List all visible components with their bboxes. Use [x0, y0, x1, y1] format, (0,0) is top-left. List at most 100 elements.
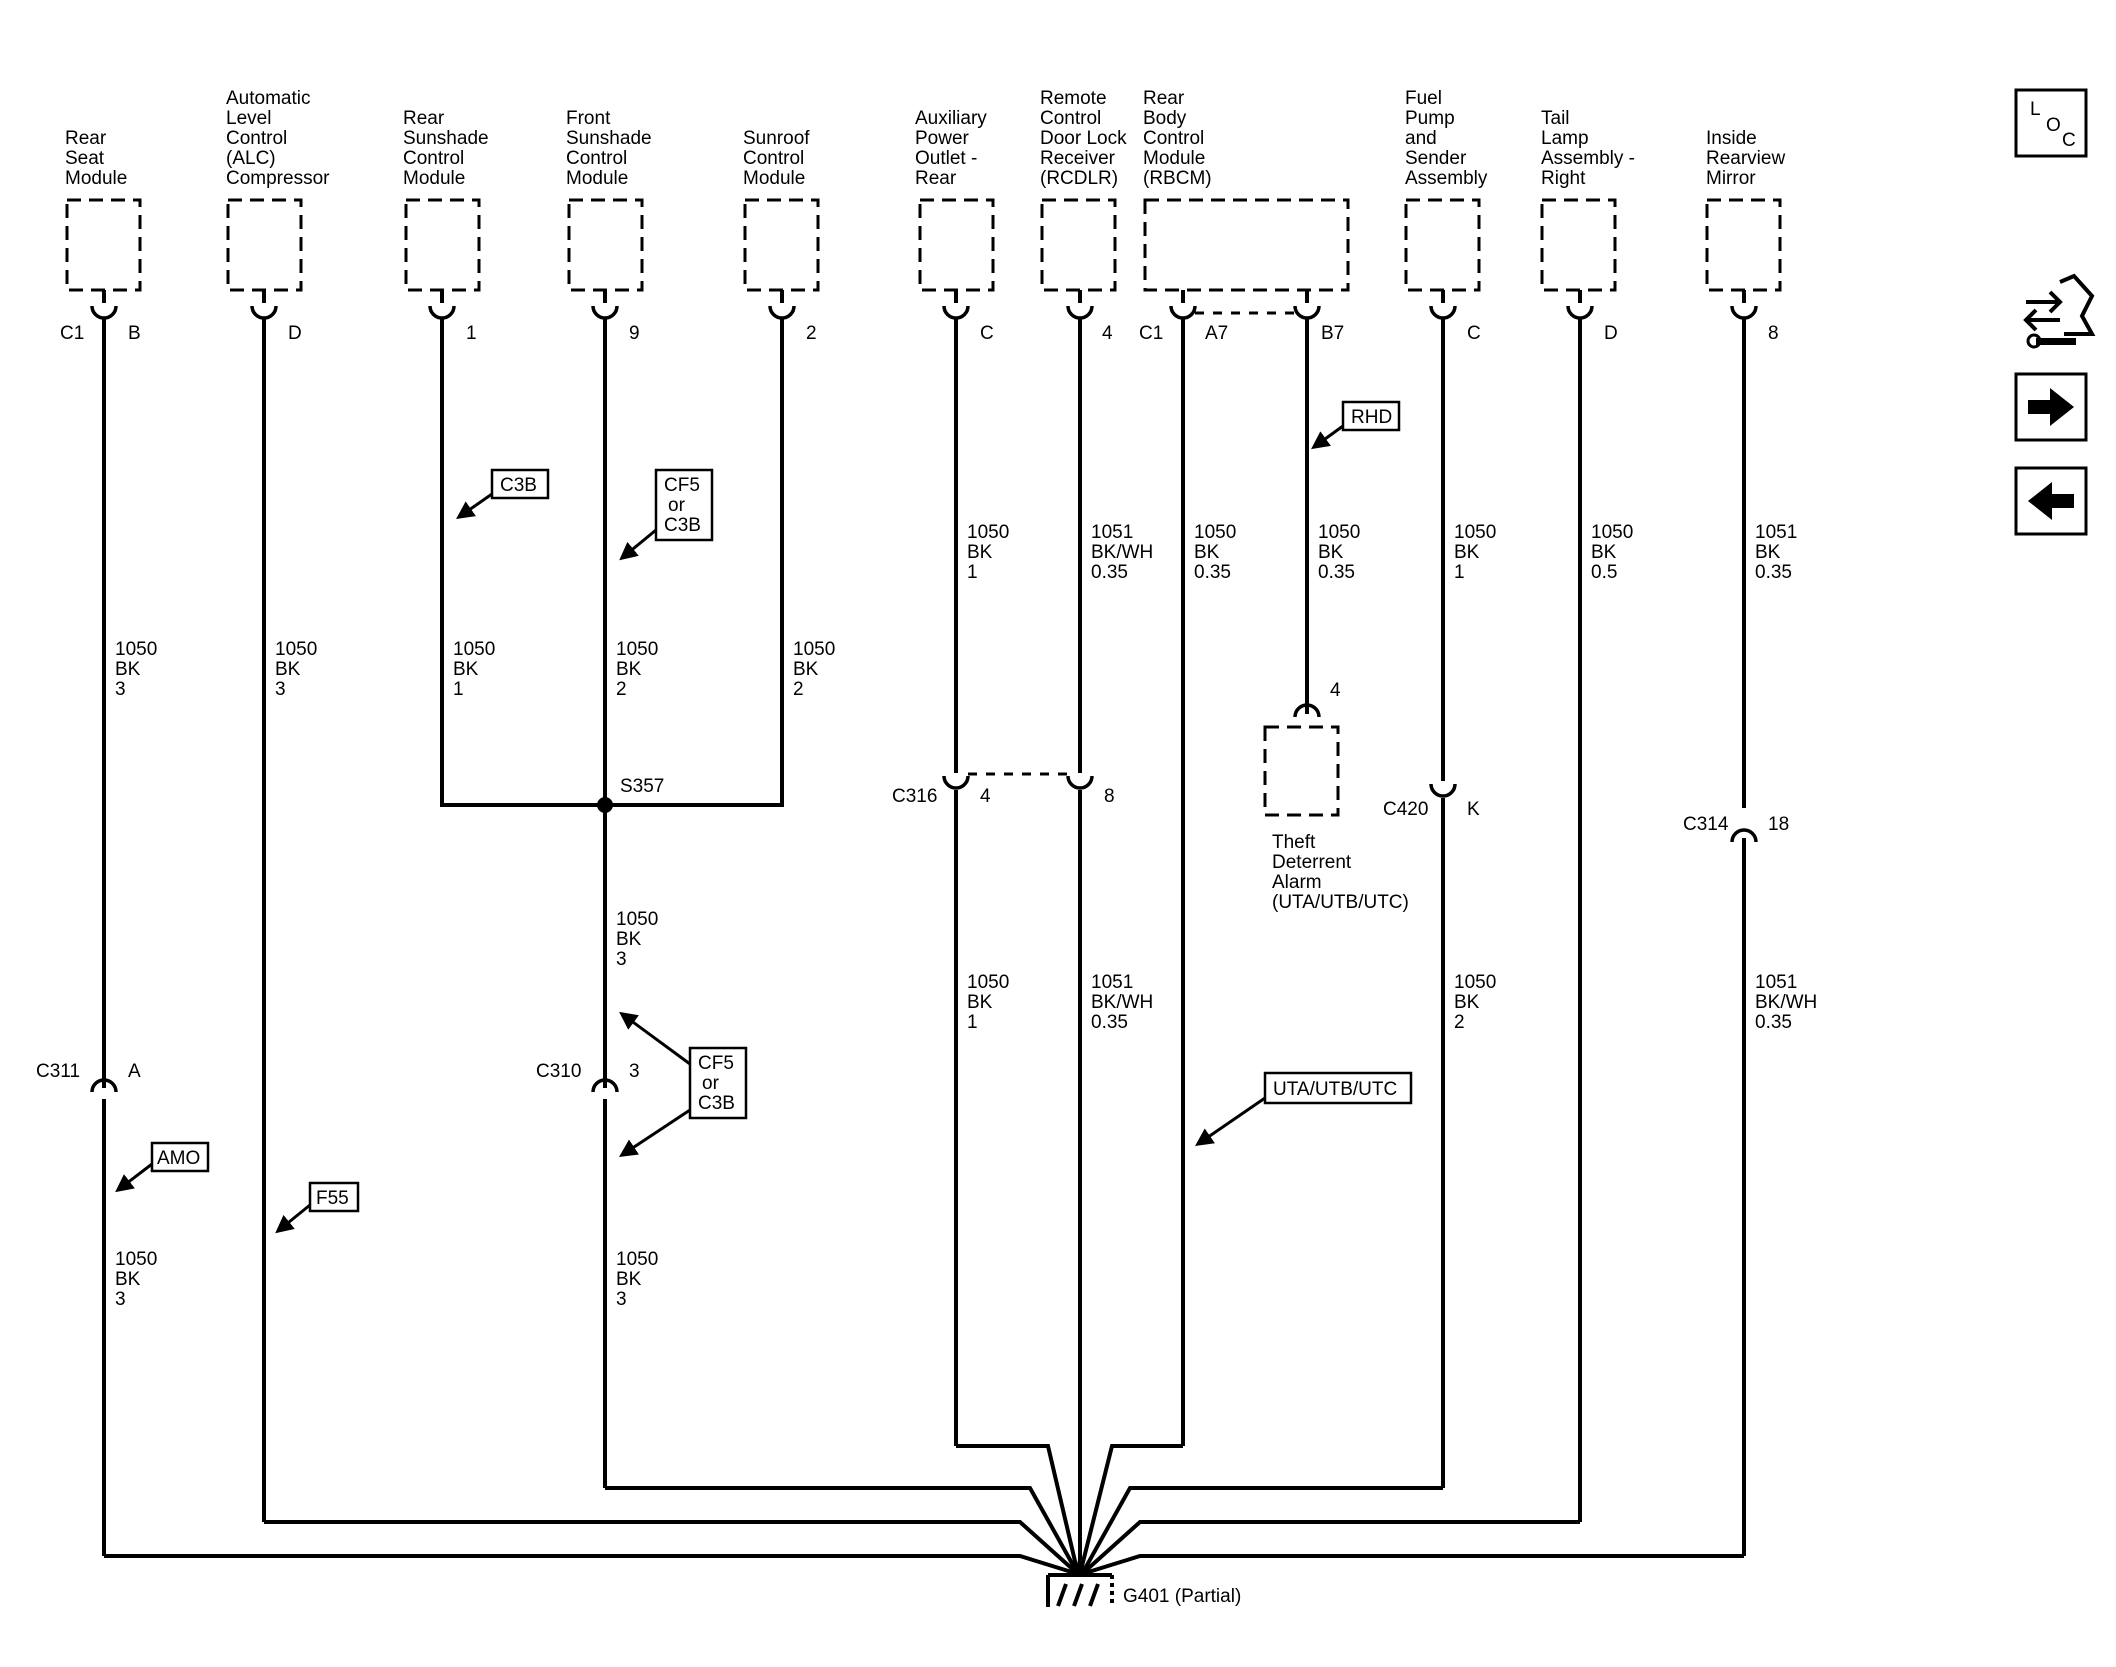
ground-run-9	[1081, 1554, 1744, 1576]
c316-pin-b: 8	[1104, 786, 1115, 807]
wire-sunroof	[605, 318, 784, 807]
box-aux-outlet	[918, 198, 995, 292]
tag-amo: AMO	[157, 1148, 200, 1169]
theft-pin: 4	[1330, 680, 1341, 701]
tag-cf5-upper-arrow	[619, 528, 657, 561]
label-rear-sunshade-control-module: Rear Sunshade Control Module	[403, 108, 494, 189]
box-rcdlr	[1040, 198, 1117, 292]
ground-run-4	[956, 1444, 1080, 1575]
pin-rbcm-conn: C1	[1139, 323, 1163, 344]
inline-connectors: C311 A C310 3 C316 4 8 C420 K C314 18 4	[36, 680, 1789, 1112]
tag-uta: UTA/UTB/UTC	[1273, 1079, 1397, 1100]
tag-cf5-lower-arrow-up	[619, 1011, 691, 1066]
loc-icon[interactable]	[2014, 88, 2088, 158]
label-front-sunshade-control-module: Front Sunshade Control Module	[566, 108, 657, 189]
tag-cf5-lower-arrow-down	[618, 1108, 691, 1157]
tag-amo-box	[150, 1141, 210, 1173]
pin-labels: C1 B D 1 9 2 C 4 C1 A7 B7 C D 8	[60, 323, 1779, 344]
box-rear-seat-module	[65, 198, 142, 292]
terminal-rear-seat	[90, 290, 118, 320]
label-rear-seat-module: Rear Seat Module	[65, 128, 127, 189]
c310-pin: 3	[629, 1061, 640, 1082]
ground-run-2	[264, 1520, 1080, 1576]
tag-c3b: C3B	[500, 475, 537, 496]
c316-label: C316	[892, 786, 937, 807]
label-auxiliary-power-outlet-rear: Auxiliary Power Outlet - Rear	[915, 108, 992, 189]
box-rbcm	[1143, 198, 1350, 292]
label-sunroof-control-module: Sunroof Control Module	[743, 128, 815, 189]
terminal-mirror	[1730, 290, 1758, 320]
tag-c3b-arrow	[456, 492, 493, 520]
tag-cf5-upper: CF5 or C3B	[664, 475, 705, 536]
option-tags: C3B CF5 or C3B RHD CF5 or C3B AMO F55	[115, 400, 1413, 1234]
label-rcdlr: Remote Control Door Lock Receiver (RCDLR…	[1040, 88, 1132, 189]
pin-fuel: C	[1467, 323, 1481, 344]
label-rbcm: Rear Body Control Module (RBCM)	[1143, 88, 1212, 189]
terminal-front-sunshade	[591, 290, 619, 320]
box-alc-compressor	[226, 198, 303, 292]
theft-terminal	[1293, 703, 1321, 718]
ground-g401: G401 (Partial)	[1046, 1573, 1241, 1607]
pin-sunroof: 2	[806, 323, 817, 344]
c311-receptacle	[90, 1078, 118, 1093]
loc-letter-c: C	[2062, 130, 2076, 151]
wires	[102, 318, 1746, 1576]
c316-terminal-4	[942, 775, 970, 790]
tag-c3b-box	[490, 468, 550, 500]
box-rear-sunshade	[404, 198, 481, 292]
label-inside-rearview-mirror: Inside Rearview Mirror	[1706, 128, 1790, 189]
tag-f55-box	[308, 1181, 360, 1213]
box-tail-lamp	[1540, 198, 1617, 292]
ground-run-3	[605, 1486, 1080, 1575]
c420-pin: K	[1467, 799, 1480, 820]
label-tail-lamp-right: Tail Lamp Assembly - Right	[1541, 108, 1640, 189]
connector-tool-icon[interactable]	[2023, 273, 2096, 349]
terminal-alc	[250, 290, 278, 320]
splice-s357	[597, 797, 613, 813]
c314-label: C314	[1683, 814, 1729, 835]
box-inside-mirror	[1705, 198, 1782, 292]
terminal-sunroof	[768, 290, 796, 320]
ground-run-7	[1080, 1486, 1443, 1575]
component-boxes	[65, 198, 1782, 817]
pin-rbcm-a7: A7	[1205, 323, 1228, 344]
wire-rear-sunshade	[440, 318, 605, 807]
pin-mirror: 8	[1768, 323, 1779, 344]
terminal-rbcm-a7	[1169, 290, 1197, 320]
pin-aux: C	[980, 323, 994, 344]
ground-run-6	[1078, 1444, 1183, 1575]
ground-label: G401 (Partial)	[1123, 1586, 1241, 1607]
tag-f55-arrow	[275, 1203, 311, 1234]
tag-cf5-upper-box	[654, 468, 714, 542]
ground-run-1	[104, 1554, 1079, 1576]
tag-rhd: RHD	[1351, 407, 1392, 428]
ground-run-5	[1076, 1559, 1082, 1575]
terminal-fuel	[1429, 290, 1457, 320]
previous-page-button[interactable]	[2014, 466, 2088, 536]
tag-uta-arrow	[1195, 1096, 1266, 1147]
pin-rear-sunshade: 1	[466, 323, 477, 344]
c316-terminal-8	[1066, 775, 1094, 790]
terminal-tail	[1566, 290, 1594, 320]
tag-cf5-lower: CF5 or C3B	[698, 1053, 739, 1114]
c311-label: C311	[36, 1061, 80, 1082]
terminal-rear-sunshade	[428, 290, 456, 320]
nav-loc-button[interactable]: L O C	[2014, 88, 2088, 158]
next-page-button[interactable]	[2014, 372, 2088, 442]
box-fuel-pump	[1404, 198, 1481, 292]
c420-label: C420	[1383, 799, 1428, 820]
box-theft-deterrent-alarm	[1263, 725, 1340, 817]
